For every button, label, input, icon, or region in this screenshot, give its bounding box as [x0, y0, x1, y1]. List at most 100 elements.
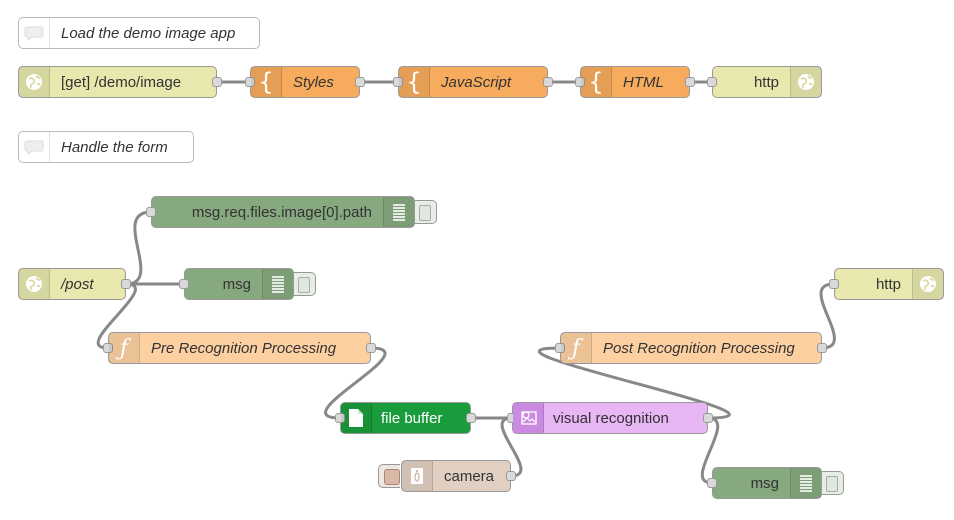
wire — [324, 346, 387, 420]
icon-box: { — [581, 67, 612, 97]
output-port[interactable] — [121, 279, 131, 289]
icon-box — [383, 197, 414, 227]
speech-bubble-icon — [24, 26, 44, 41]
input-port[interactable] — [393, 77, 403, 87]
debug-node-msg-2[interactable]: msg — [707, 467, 844, 499]
node-label: visual recognition — [553, 409, 669, 427]
input-port[interactable] — [555, 343, 565, 353]
icon-box — [341, 403, 372, 433]
icon-box — [19, 269, 50, 299]
node-label: Post Recognition Processing — [603, 339, 795, 357]
node-label: [get] /demo/image — [61, 73, 182, 91]
icon-box — [513, 403, 544, 433]
camera-icon — [411, 468, 423, 484]
function-icon: ƒ — [571, 335, 581, 361]
output-port[interactable] — [685, 77, 695, 87]
icon-box: { — [399, 67, 430, 97]
globe-icon — [26, 74, 42, 90]
input-port[interactable] — [146, 207, 156, 217]
wire — [700, 416, 720, 485]
wire — [500, 416, 523, 478]
brace-icon: { — [406, 68, 422, 96]
toggle-inner — [826, 476, 838, 492]
globe-icon — [798, 74, 814, 90]
camera-trigger-button[interactable] — [378, 464, 400, 488]
node-label: msg — [222, 275, 251, 293]
http-response-node[interactable]: http — [707, 66, 822, 98]
speech-bubble-icon — [24, 140, 44, 155]
comment-node-load-demo[interactable]: Load the demo image app — [18, 17, 260, 49]
node-label: http — [753, 73, 779, 91]
globe-icon — [920, 276, 936, 292]
node-label: HTML — [623, 73, 664, 91]
globe-icon — [26, 276, 42, 292]
template-node-html[interactable]: { HTML — [575, 66, 695, 98]
wire — [819, 282, 836, 350]
comment-label: Load the demo image app — [61, 24, 236, 42]
http-response-node-2[interactable]: http — [829, 268, 944, 300]
node-label: Styles — [293, 73, 334, 91]
icon-box: ƒ — [561, 333, 592, 363]
brace-icon: { — [258, 68, 274, 96]
output-port[interactable] — [355, 77, 365, 87]
output-port[interactable] — [543, 77, 553, 87]
input-port[interactable] — [829, 279, 839, 289]
debug-node-msg[interactable]: msg — [179, 268, 316, 300]
node-label: msg — [750, 474, 779, 492]
icon-box — [912, 269, 943, 299]
node-label: camera — [444, 467, 495, 485]
wire — [537, 346, 731, 420]
output-port[interactable] — [212, 77, 222, 87]
camera-node[interactable]: camera — [378, 460, 516, 492]
node-label: Pre Recognition Processing — [151, 339, 337, 357]
template-node-javascript[interactable]: { JavaScript — [393, 66, 553, 98]
visual-recognition-node[interactable]: visual recognition — [507, 402, 713, 434]
input-port[interactable] — [245, 77, 255, 87]
icon-box: ƒ — [109, 333, 140, 363]
list-icon — [800, 475, 812, 492]
function-node-pre-processing[interactable]: ƒ Pre Recognition Processing — [103, 332, 376, 364]
debug-node-path[interactable]: msg.req.files.image[0].path — [146, 196, 437, 228]
function-node-post-processing[interactable]: ƒ Post Recognition Processing — [555, 332, 827, 364]
output-port[interactable] — [466, 413, 476, 423]
http-in-node-post[interactable]: /post — [18, 268, 131, 300]
output-port[interactable] — [506, 471, 516, 481]
node-label: JavaScript — [441, 73, 512, 91]
comment-node-handle-form[interactable]: Handle the form — [18, 131, 194, 163]
comment-label: Handle the form — [61, 138, 168, 156]
input-port[interactable] — [707, 478, 717, 488]
input-port[interactable] — [103, 343, 113, 353]
debug-toggle-button[interactable] — [294, 272, 316, 296]
template-node-styles[interactable]: { Styles — [245, 66, 365, 98]
icon-box — [262, 269, 293, 299]
comment-icon-box — [19, 18, 50, 48]
toggle-inner — [419, 205, 431, 221]
comment-icon-box — [19, 132, 50, 162]
input-port[interactable] — [335, 413, 345, 423]
input-port[interactable] — [707, 77, 717, 87]
http-in-node-demo-image[interactable]: [get] /demo/image — [18, 66, 222, 98]
image-recognition-icon — [521, 411, 537, 425]
icon-box — [19, 67, 50, 97]
icon-box — [402, 461, 433, 491]
debug-toggle-button[interactable] — [415, 200, 437, 224]
trigger-inner — [384, 469, 400, 485]
output-port[interactable] — [817, 343, 827, 353]
brace-icon: { — [588, 68, 604, 96]
node-label: /post — [61, 275, 94, 293]
list-icon — [272, 276, 284, 293]
toggle-inner — [298, 277, 310, 293]
node-label: http — [875, 275, 901, 293]
icon-box: { — [251, 67, 282, 97]
file-buffer-node[interactable]: file buffer — [335, 402, 476, 434]
input-port[interactable] — [179, 279, 189, 289]
icon-box — [790, 67, 821, 97]
wire — [96, 282, 137, 350]
debug-toggle-button[interactable] — [822, 471, 844, 495]
file-icon — [349, 409, 363, 427]
output-port[interactable] — [703, 413, 713, 423]
output-port[interactable] — [366, 343, 376, 353]
list-icon — [393, 204, 405, 221]
input-port[interactable] — [575, 77, 585, 87]
node-label: file buffer — [381, 409, 443, 427]
